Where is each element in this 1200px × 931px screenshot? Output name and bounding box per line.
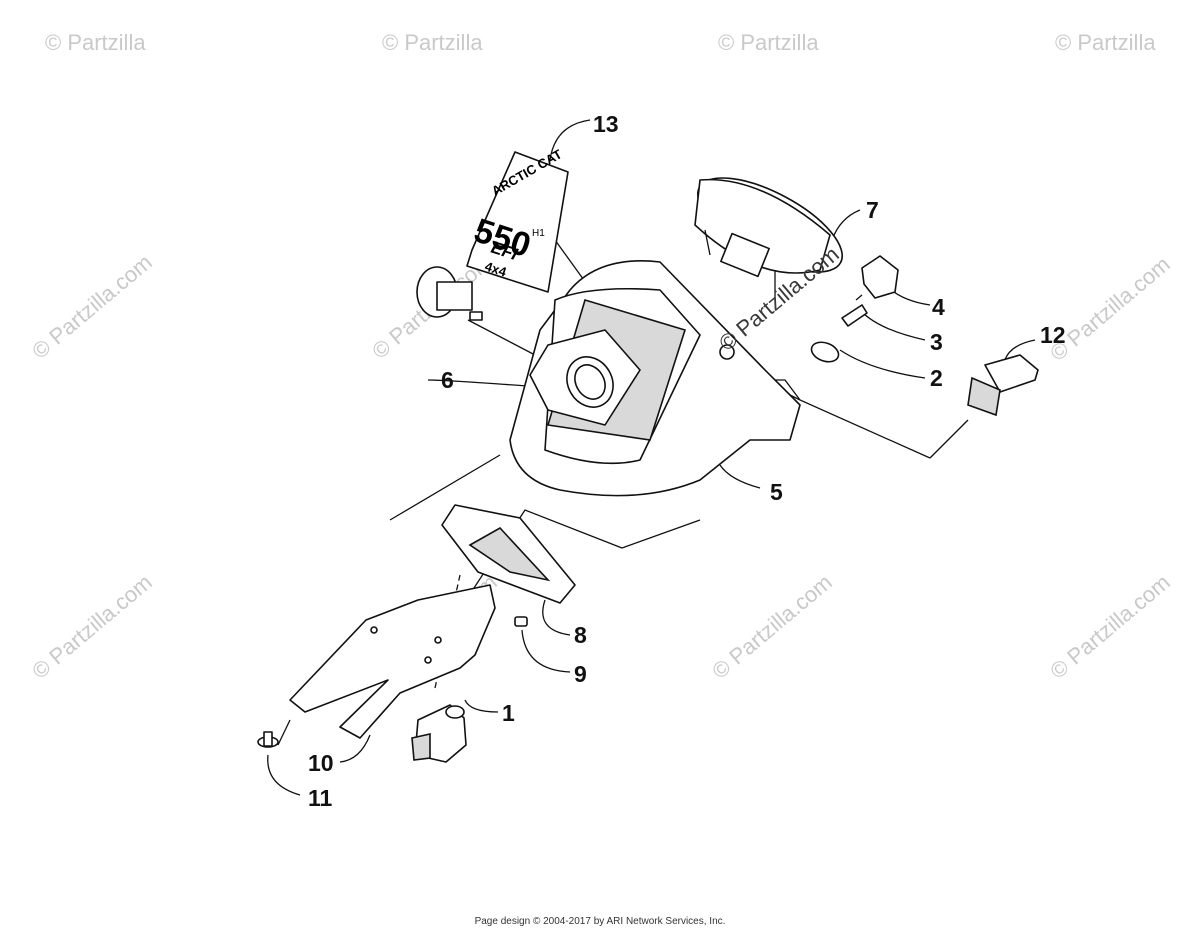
watermark: © Partzilla [45,30,146,55]
callout-label: 7 [866,197,879,223]
watermark: © Partzilla.com [1045,569,1175,683]
decal-drive: 4x4 [483,259,509,280]
bezel-clip[interactable] [514,616,528,627]
callout-label: 11 [308,785,333,811]
callout-label: 2 [930,365,943,391]
callout-label: 6 [441,367,454,393]
page-footer: Page design © 2004-2017 by ARI Network S… [474,916,726,927]
watermark: © Partzilla [718,30,819,55]
callout-label: 12 [1040,322,1066,348]
mounting-nut[interactable] [529,329,641,426]
watermark: © Partzilla.com [27,249,157,363]
ignition-key[interactable] [841,294,868,327]
callout-label: 10 [308,750,334,776]
watermark: © Partzilla.com [1045,251,1175,365]
decal-sticker[interactable]: ARCTIC CAT 550 H1 EFI 4x4 [466,146,569,293]
instrument-bezel[interactable] [441,504,576,604]
callout-labels: 13 7 4 3 2 12 6 5 8 9 1 10 11 [308,111,1066,811]
rocker-switch[interactable] [967,354,1039,417]
callout-label: 1 [502,700,515,726]
callout-label: 5 [770,479,783,505]
watermark: © Partzilla [382,30,483,55]
mounting-bracket[interactable] [289,584,496,739]
ignition-key-cap[interactable] [861,255,899,299]
watermark: © Partzilla [1055,30,1156,55]
mounting-screw[interactable] [257,731,279,748]
callout-label: 4 [932,294,945,320]
callout-label: 13 [593,111,619,137]
key-washer[interactable] [809,339,841,365]
callout-label: 9 [574,661,587,687]
speedometer-gauge[interactable] [684,159,855,300]
decal-model-suffix: H1 [532,228,545,239]
ignition-switch[interactable] [411,704,467,763]
power-socket[interactable] [416,266,483,321]
callout-label: 3 [930,329,943,355]
watermark: © Partzilla.com [707,569,837,683]
watermark: © Partzilla.com [27,569,157,683]
callout-label: 8 [574,622,587,648]
